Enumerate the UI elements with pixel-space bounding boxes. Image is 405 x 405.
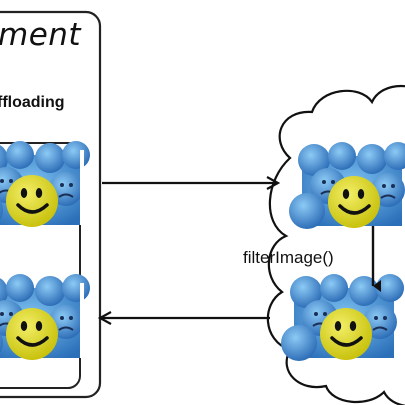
smiley-face-image — [0, 272, 92, 363]
cloud-input-image — [287, 140, 405, 231]
device-input-image — [0, 139, 92, 230]
offloading-label: ffloading — [0, 94, 65, 111]
filter-function-label: filterImage() — [243, 248, 334, 267]
environment-box — [0, 10, 102, 399]
cloud-output-image — [279, 272, 405, 363]
environment-title: ment — [0, 17, 82, 53]
device-output-image — [0, 272, 92, 363]
smiley-face-image — [287, 140, 405, 231]
smiley-face-image — [0, 139, 92, 230]
smiley-face-image — [279, 272, 405, 363]
